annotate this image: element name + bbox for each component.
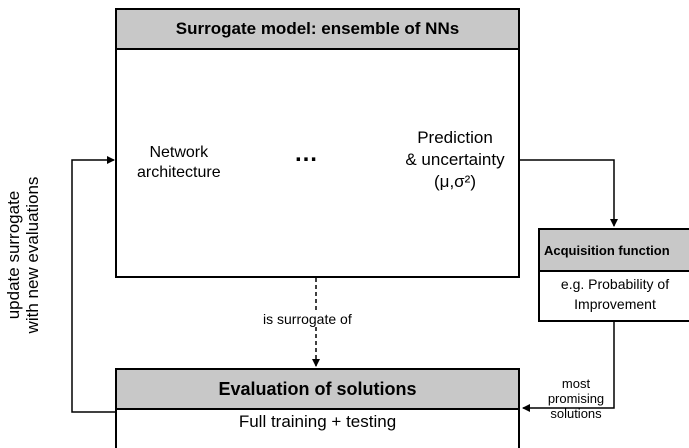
acquisition-body-line1: e.g. Probability of bbox=[560, 276, 670, 292]
evaluation-box: Evaluation of solutions Full training + … bbox=[115, 368, 520, 448]
evaluation-title: Evaluation of solutions bbox=[117, 370, 518, 410]
acquisition-function-body: e.g. Probability of Improvement bbox=[540, 274, 689, 314]
surrogate-model-title: Surrogate model: ensemble of NNs bbox=[117, 10, 518, 50]
acquisition-to-evaluation-arrow bbox=[522, 322, 615, 412]
network-label-line2: architecture bbox=[137, 164, 221, 181]
surrogate-model-box: Surrogate model: ensemble of NNs bbox=[115, 8, 520, 278]
prediction-to-acquisition-arrow bbox=[520, 159, 618, 227]
acquisition-function-box: Acquisition function e.g. Probability of… bbox=[538, 228, 689, 322]
update-surrogate-arrow bbox=[71, 156, 117, 413]
acquisition-function-title: Acquisition function bbox=[540, 230, 689, 272]
prediction-line3: (μ,σ²) bbox=[434, 172, 476, 191]
prediction-uncertainty-label: Prediction & uncertainty (μ,σ²) bbox=[393, 127, 517, 193]
update-surrogate-label: update surrogate with new evaluations bbox=[4, 150, 42, 360]
most-promising-line2: promising bbox=[547, 391, 605, 406]
prediction-line2: & uncertainty bbox=[405, 150, 505, 169]
update-line2: with new evaluations bbox=[23, 176, 42, 334]
ensemble-ellipsis: … bbox=[294, 140, 318, 167]
most-promising-solutions-label: most promising solutions bbox=[541, 376, 611, 421]
acquisition-body-line2: Improvement bbox=[574, 296, 656, 312]
most-promising-line1: most bbox=[561, 376, 591, 391]
network-label-line1: Network bbox=[149, 144, 209, 161]
evaluation-body: Full training + testing bbox=[238, 412, 397, 431]
network-architecture-label: Network architecture bbox=[137, 143, 221, 183]
most-promising-line3: solutions bbox=[550, 406, 602, 421]
update-line1: update surrogate bbox=[4, 190, 23, 320]
is-surrogate-of-label: is surrogate of bbox=[260, 311, 355, 327]
prediction-line1: Prediction bbox=[417, 128, 493, 147]
